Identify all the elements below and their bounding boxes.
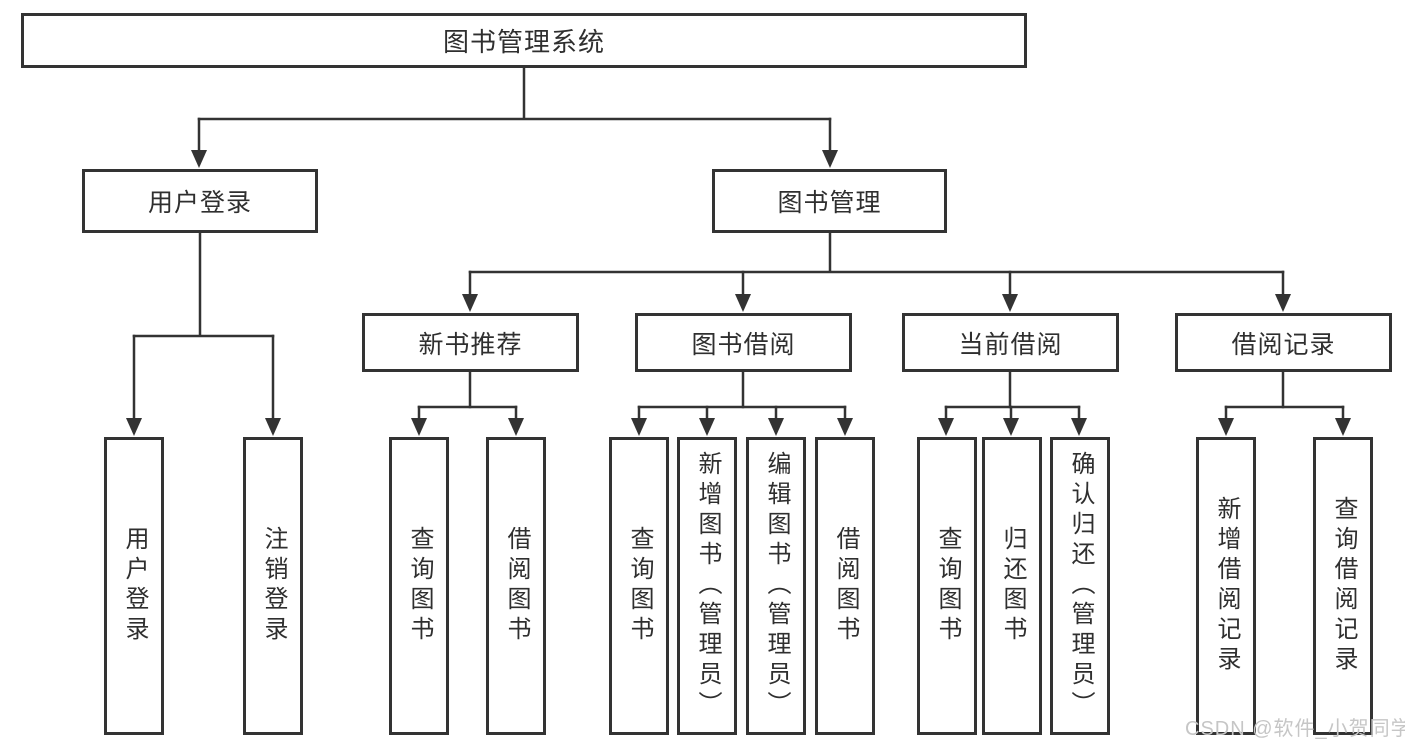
leaf-borrow-books: 借阅图书 bbox=[815, 437, 875, 735]
leaf-query-books-current: 查询图书 bbox=[917, 437, 977, 735]
leaf-edit-book-admin: 编辑图书（管理员） bbox=[746, 437, 806, 735]
leaf-user-login: 用户登录 bbox=[104, 437, 164, 735]
leaf-borrow-books-recommend: 借阅图书 bbox=[486, 437, 546, 735]
node-book-management: 图书管理 bbox=[712, 169, 947, 233]
csdn-watermark: CSDN @软件_小贺同学 bbox=[1185, 718, 1405, 740]
leaf-query-books-borrowing: 查询图书 bbox=[609, 437, 669, 735]
node-borrow-records: 借阅记录 bbox=[1175, 313, 1392, 372]
node-user-login: 用户登录 bbox=[82, 169, 318, 233]
node-library-management-system: 图书管理系统 bbox=[21, 13, 1027, 68]
leaf-query-borrow-record: 查询借阅记录 bbox=[1313, 437, 1373, 735]
node-book-borrowing: 图书借阅 bbox=[635, 313, 852, 372]
leaf-add-borrow-record: 新增借阅记录 bbox=[1196, 437, 1256, 735]
leaf-add-book-admin: 新增图书（管理员） bbox=[677, 437, 737, 735]
leaf-confirm-return-admin: 确认归还（管理员） bbox=[1050, 437, 1110, 735]
node-current-borrowing: 当前借阅 bbox=[902, 313, 1119, 372]
node-new-book-recommend: 新书推荐 bbox=[362, 313, 579, 372]
arrowhead-icons bbox=[126, 150, 1351, 436]
leaf-return-books: 归还图书 bbox=[982, 437, 1042, 735]
leaf-logout: 注销登录 bbox=[243, 437, 303, 735]
leaf-query-books-recommend: 查询图书 bbox=[389, 437, 449, 735]
